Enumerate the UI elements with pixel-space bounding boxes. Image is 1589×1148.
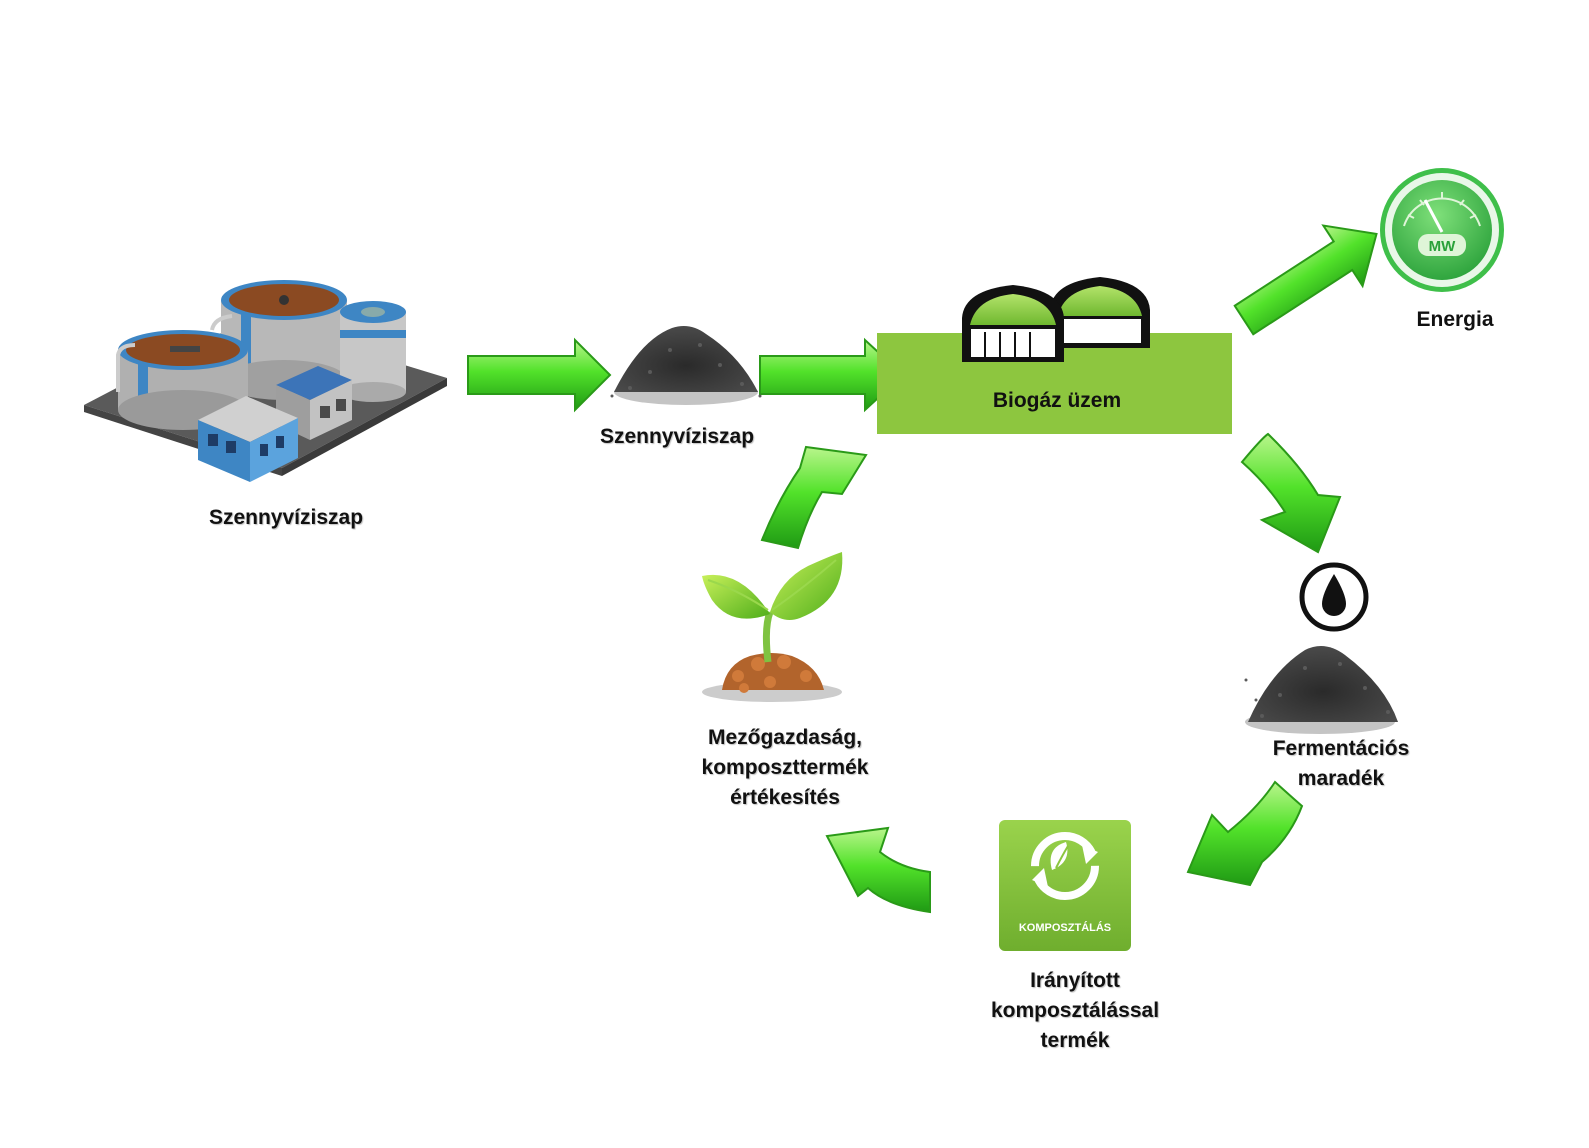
digestate-label-line-1: Fermentációs bbox=[1272, 737, 1410, 760]
arrow-biogas-to-digestate bbox=[1240, 432, 1342, 554]
plant-label: Szennyvíziszap bbox=[208, 506, 364, 529]
compost-label: Irányított komposztálással termék bbox=[965, 966, 1185, 1055]
agri-label-line-1: Mezőgazdaság, bbox=[707, 726, 863, 749]
biogas-domes-icon bbox=[962, 277, 1150, 362]
digestate-icon bbox=[1244, 562, 1398, 734]
arrow-compost-to-agri bbox=[825, 826, 931, 914]
seedling-icon bbox=[702, 552, 843, 702]
sludge-pile-icon bbox=[610, 326, 762, 405]
compost-label-line-2: komposztálással bbox=[990, 998, 1160, 1022]
energy-label: Energia bbox=[1416, 308, 1494, 331]
sludge-label: Szennyvíziszap bbox=[599, 425, 755, 448]
arrow-biogas-to-energy bbox=[1233, 224, 1378, 336]
energy-meter-text: MW bbox=[1429, 238, 1456, 255]
compost-label-line-3: termék bbox=[1040, 1028, 1110, 1052]
agri-label-line-2: komposzttermék bbox=[701, 755, 869, 779]
arrows bbox=[467, 224, 1378, 914]
biogas-plant bbox=[877, 277, 1232, 434]
arrow-plant-to-sludge bbox=[467, 337, 612, 413]
digestate-label-line-2: maradék bbox=[1297, 766, 1385, 790]
agri-label-line-3: értékesítés bbox=[730, 785, 840, 809]
agri-label: Mezőgazdaság, komposzttermék értékesítés bbox=[665, 723, 905, 812]
compost-label-line-1: Irányított bbox=[1030, 969, 1120, 992]
arrow-agri-to-biogas bbox=[760, 445, 868, 550]
wastewater-plant-icon bbox=[84, 280, 447, 482]
energy-meter-icon: MW bbox=[1380, 168, 1504, 292]
compost-tile-text: KOMPOSZTÁLÁS bbox=[1019, 921, 1111, 934]
biogas-label: Biogáz üzem bbox=[992, 389, 1122, 412]
arrow-digestate-to-compost bbox=[1186, 780, 1304, 887]
digestate-label: Fermentációs maradék bbox=[1236, 734, 1446, 794]
compost-tile-icon: KOMPOSZTÁLÁS bbox=[999, 820, 1131, 951]
